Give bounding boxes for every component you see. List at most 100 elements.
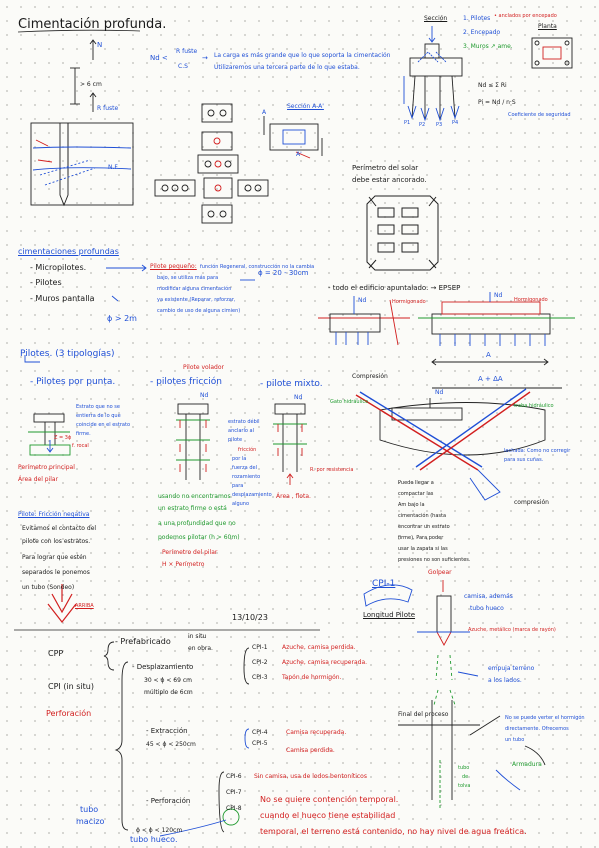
golpear-label: Golpear	[428, 569, 452, 576]
prefabricado-label: - Prefabricado	[115, 637, 171, 646]
area-del-pilar: Área del pilar	[18, 476, 59, 483]
cpp-label: CPP	[48, 649, 64, 658]
formula-note-2: Utilizaremos una tercera parte de lo que…	[214, 64, 360, 71]
phi-2m: ϕ > 2m	[107, 314, 137, 323]
cpi-1-desc: Azuche, camisa perdida.	[282, 644, 356, 651]
cpi-7-code: CPI-7	[226, 789, 242, 796]
page-title: Cimentación profunda.	[18, 17, 167, 32]
compresion-nota-5: encontrar un estrato	[398, 524, 450, 530]
formula-lhs: Nd <	[150, 54, 168, 62]
perforacion-range: ϕ < ϕ < 120cm	[136, 827, 183, 834]
camisa-line-2: tubo hueco	[470, 605, 504, 612]
desplazamiento-multiple: múltiplo de 6cm	[144, 689, 193, 696]
seccion-aa-sketch	[263, 116, 323, 159]
cpi-braces	[103, 641, 250, 837]
area-flota: Área , flota.	[276, 493, 311, 500]
muros-item: 3. Muros ↗ ame.	[463, 43, 513, 50]
desplazamiento: desplazamiento	[232, 492, 272, 498]
empuja-line-2: a los lados.	[488, 677, 522, 684]
cpi-4-code: CPI-4	[252, 729, 268, 736]
area-a: A	[486, 351, 491, 359]
perimetro-pilar: Perímetro del pilar	[162, 549, 218, 556]
compresion-nota-4: cimentación (hasta	[398, 513, 447, 519]
extraccion-range: 45 < ϕ < 250cm	[146, 741, 196, 748]
nd-mixto: Nd	[294, 394, 303, 401]
edificio-title: - todo el edificio apuntalado. → EPSEP	[328, 284, 461, 292]
date-label: 13/10/23	[232, 613, 268, 622]
tipos-arrows	[24, 264, 255, 363]
hormigonado-left: Hormigonado	[392, 299, 426, 305]
tremie-2: de	[462, 774, 469, 780]
estrato-line-4: firme.	[76, 431, 91, 437]
nd-sum-eq: Nd ≤ Σ Ri	[478, 82, 507, 89]
compression-sketch	[355, 388, 546, 501]
desplazamiento-range: 30 < ϕ < 69 cm	[144, 677, 192, 684]
cpi1-note-1: No se puede verter el hormigón	[505, 715, 585, 721]
hormigonado-right: Hormigonado	[514, 297, 548, 303]
cpi1-sketch	[363, 580, 546, 810]
pilotes-item: 1. Pilotes	[463, 15, 491, 22]
friccion-line-3: Para lograr que estén	[22, 554, 87, 561]
tipo-micropilotes: - Micropilotes.	[30, 263, 87, 272]
force-n-label: N	[97, 41, 103, 49]
negative-friction-arrow	[47, 584, 77, 623]
pile-load-sketch	[30, 39, 134, 207]
compresion-label: Compresión	[352, 373, 388, 380]
pilote-volador: Pilote volador	[183, 364, 224, 371]
perforacion-sub-label: - Perforación	[146, 797, 191, 805]
compresion-nota-2: compactar las	[398, 491, 434, 497]
cuando-line-4: podemos pilotar (h > 60m)	[158, 534, 240, 541]
estrato-debil-3: pilote	[228, 437, 243, 443]
cpi-4-desc: Camisa recuperada.	[286, 729, 347, 736]
azuche-label: Azuche, metálico (marca de rayón)	[468, 627, 556, 633]
formula-note-1: La carga es más grande que lo que soport…	[214, 52, 391, 59]
nd-friction: Nd	[200, 392, 209, 399]
alguno: alguno	[232, 501, 250, 507]
cuando-line-2: un estrato firme o está	[158, 505, 227, 512]
seccion-aa-title: Sección A-A'	[287, 103, 324, 110]
friccion-line-2: pilote con los estratos.	[22, 538, 91, 545]
pilote-pequeno-line-1: función Regeneral, construcción no la ca…	[200, 264, 315, 270]
desplazamiento-label: - Desplazamiento	[132, 663, 194, 671]
formula-arrow: →	[202, 54, 208, 62]
cpi-2-code: CPI-2	[252, 659, 268, 666]
seccion-a-label: A	[262, 109, 267, 116]
red-note-3: temporal, el terreno está contenido, no …	[260, 827, 527, 836]
cpi-3-desc: Tapón de hormigón.	[282, 674, 342, 681]
pilotes-friccion: - pilotes fricción	[150, 377, 222, 387]
perimeter-plot-sketch	[366, 195, 439, 271]
compresion-nota-1: Puede llegar a	[398, 480, 434, 486]
compresion-nota-6: firme). Para poder	[398, 535, 444, 541]
estrato-debil-1: estrato débil	[228, 419, 260, 425]
cpi-6-code: CPI-6	[226, 773, 242, 780]
z-3phi: Z = 3ϕ	[54, 435, 72, 441]
armadura-label: Armadura	[512, 761, 542, 768]
en-obra-label: en obra.	[188, 645, 213, 652]
perimetro-principal: Perímetro principal	[18, 464, 75, 471]
camisa-line-1: camisa, además	[464, 593, 513, 600]
formula-numerator: R fuste	[176, 48, 198, 55]
lechada-1: lechada: Como no corregir	[504, 448, 571, 454]
perimeter-note-2: debe estar ancorado.	[352, 176, 427, 184]
seccion-aprime-label: A'	[296, 151, 302, 158]
seccion-title: Sección	[424, 15, 448, 22]
nd-right: Nd	[494, 292, 503, 299]
pile-types-sketch	[28, 403, 307, 485]
pilotes-por-punta: - Pilotes por punta.	[30, 377, 116, 387]
label-p1: P1	[404, 120, 411, 126]
tubo-macizo-2: macizo	[76, 817, 105, 826]
planta-title: Planta	[538, 23, 557, 30]
cpi-1-code: CPI-1	[252, 644, 268, 651]
tipos-heading: cimentaciones profundas	[18, 247, 119, 256]
cpi-2-desc: Azuche, camisa recuperada.	[282, 659, 368, 666]
cpi1-note-2: directamente. Ofrecemos	[505, 726, 569, 732]
cuando-line-1: usando no encontramos	[158, 493, 231, 500]
label-p2: P2	[419, 122, 426, 128]
tipo-pilotes: - Pilotes	[30, 278, 62, 287]
cpi-5-desc: Camisa perdida.	[286, 747, 335, 754]
estrato-debil-2: anclarlo al	[228, 428, 254, 434]
compresion-label-2: compresión	[514, 499, 549, 506]
estrato-line-1: Estrato que no se	[76, 404, 120, 410]
friccion-line-4: separados le ponemos	[22, 569, 90, 576]
red-note-2: cuando el hueco tiene estabilidad	[260, 811, 396, 820]
